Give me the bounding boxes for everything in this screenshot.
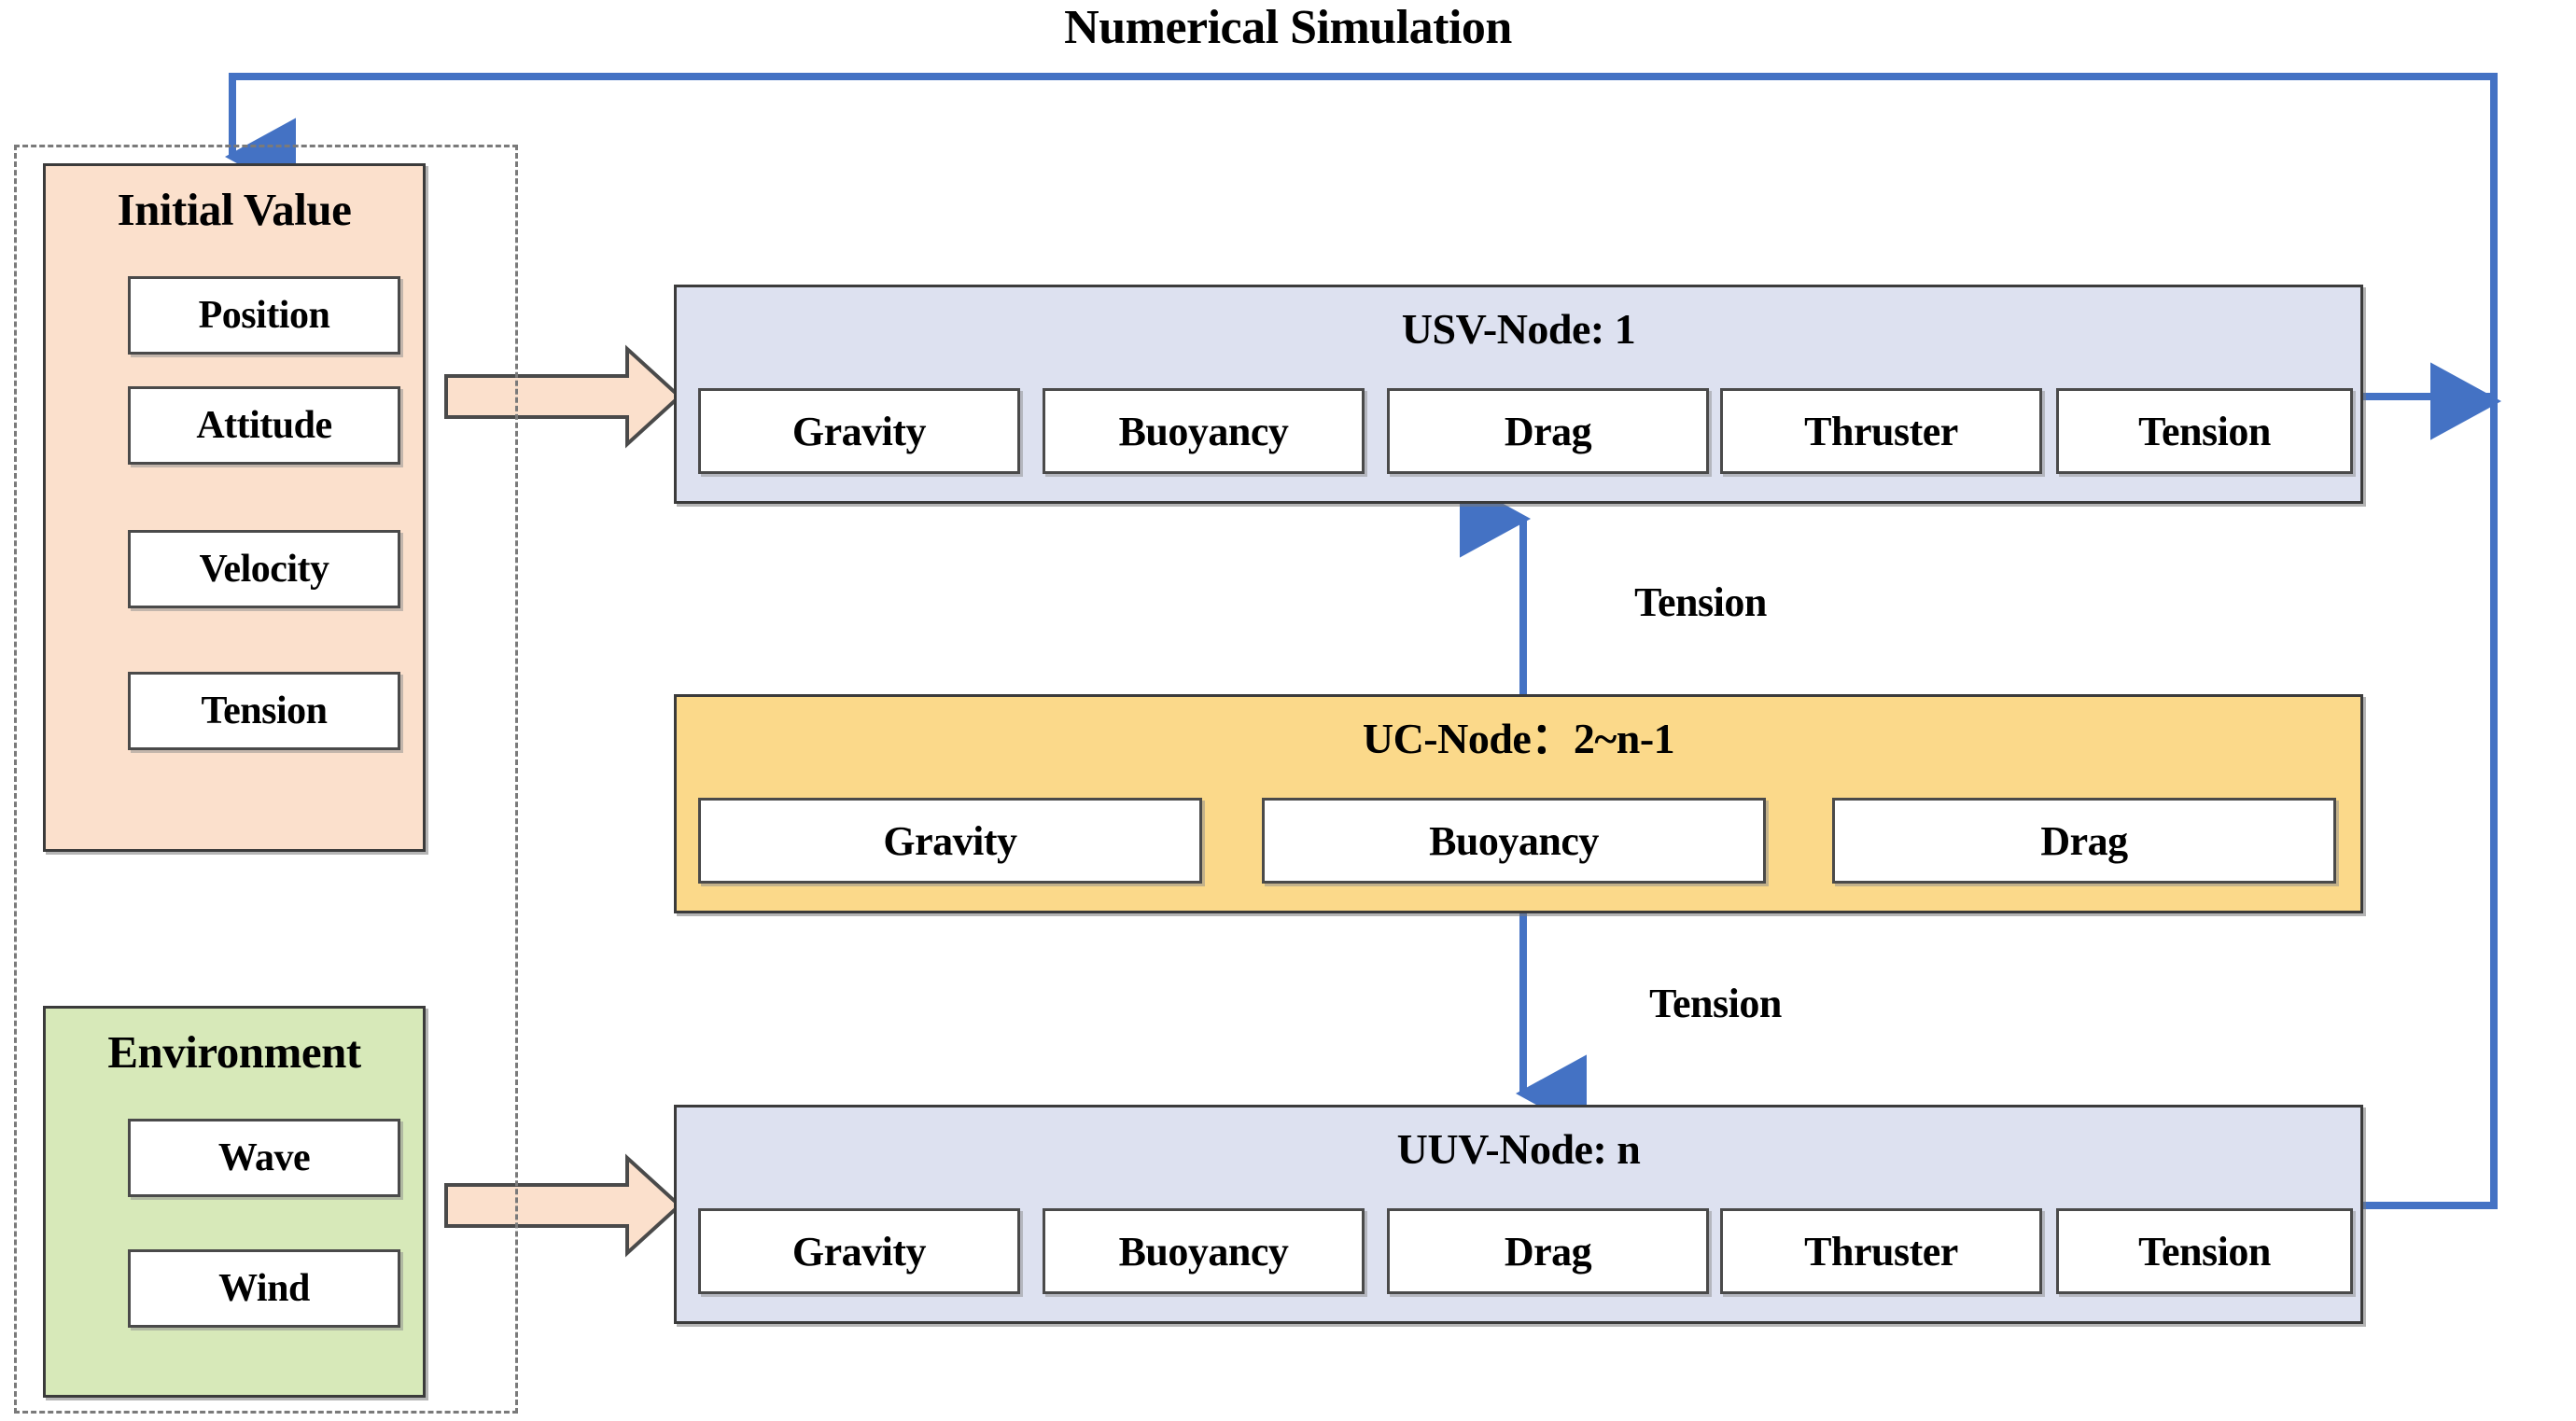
tension-label-upper: Tension [1634,579,1767,625]
initial-value-item-velocity[interactable]: Velocity [128,530,400,608]
usv-force-gravity[interactable]: Gravity [698,388,1020,474]
environment-panel: Environment Wave Wind [43,1006,426,1398]
usv-force-drag[interactable]: Drag [1387,388,1709,474]
initial-value-item-position[interactable]: Position [128,276,400,355]
usv-force-tension[interactable]: Tension [2056,388,2353,474]
uc-force-drag[interactable]: Drag [1832,798,2336,884]
environment-title: Environment [107,1026,361,1078]
usv-force-buoyancy[interactable]: Buoyancy [1043,388,1365,474]
usv-force-thruster[interactable]: Thruster [1720,388,2042,474]
wire-uuv-to-top [2363,362,2501,1209]
input-group-container [14,145,518,1414]
uuv-force-buoyancy[interactable]: Buoyancy [1043,1208,1365,1294]
page-title: Numerical Simulation [1064,1,1512,54]
initial-value-title: Initial Value [117,184,352,235]
uuv-node-panel: UUV-Node: n Gravity Buoyancy Drag Thrust… [674,1105,2363,1324]
uuv-node-title: UUV-Node: n [1396,1125,1641,1173]
initial-value-panel: Initial Value Position Attitude Velocity… [43,163,426,852]
uuv-force-gravity[interactable]: Gravity [698,1208,1020,1294]
usv-node-panel: USV-Node: 1 Gravity Buoyancy Drag Thrust… [674,285,2363,504]
tension-label-lower: Tension [1649,981,1782,1026]
uuv-force-tension[interactable]: Tension [2056,1208,2353,1294]
initial-value-item-attitude[interactable]: Attitude [128,386,400,465]
uc-node-title: UC-Node：2~n-1 [1362,715,1675,762]
environment-item-wave[interactable]: Wave [128,1119,400,1197]
uc-force-gravity[interactable]: Gravity [698,798,1202,884]
uuv-force-thruster[interactable]: Thruster [1720,1208,2042,1294]
uc-node-panel: UC-Node：2~n-1 Gravity Buoyancy Drag [674,694,2363,913]
uc-force-buoyancy[interactable]: Buoyancy [1262,798,1766,884]
uuv-force-drag[interactable]: Drag [1387,1208,1709,1294]
initial-value-item-tension[interactable]: Tension [128,672,400,750]
usv-node-title: USV-Node: 1 [1401,305,1636,353]
environment-item-wind[interactable]: Wind [128,1249,400,1328]
